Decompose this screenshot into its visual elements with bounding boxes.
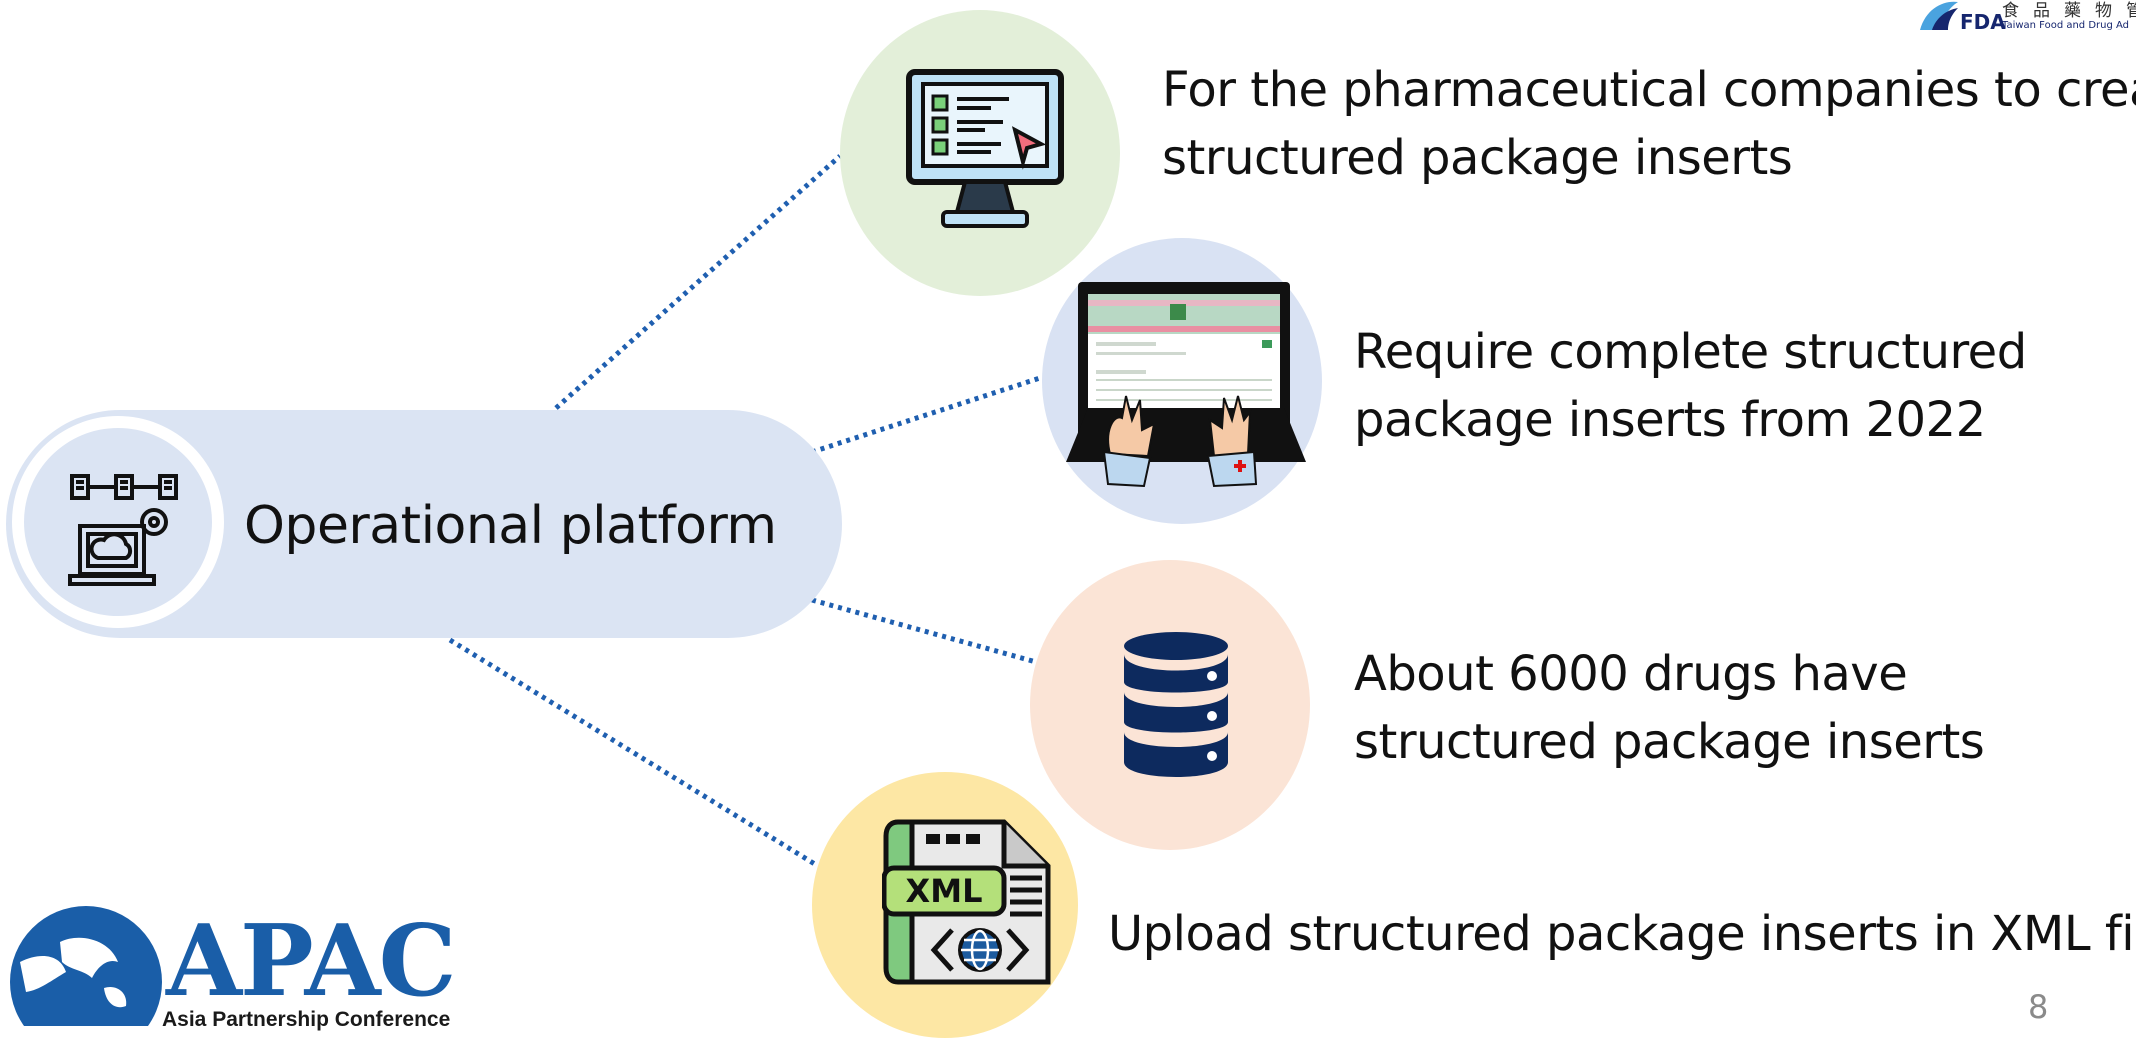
database-icon <box>1124 632 1228 777</box>
item-1-line-2: structured package inserts <box>1162 130 1793 186</box>
fda-logo-acronym: FDA <box>1960 10 2006 34</box>
fda-logo <box>1914 0 2136 34</box>
item-3-caption: About 6000 drugs have structured package… <box>1354 640 2054 776</box>
hub-label: Operational platform <box>244 496 777 556</box>
fda-logo-english: Taiwan Food and Drug Ad <box>2002 20 2130 31</box>
laptop-hands-screenshot-icon <box>1066 282 1306 488</box>
page-number: 8 <box>2028 988 2049 1026</box>
item-1-line-1: For the pharmaceutical companies to crea… <box>1162 62 2136 118</box>
connector-4 <box>448 637 820 869</box>
item-2-line-2: package inserts from 2022 <box>1354 392 1986 448</box>
connector-3 <box>811 597 1037 665</box>
apac-subtitle: Asia Partnership Conference <box>162 1008 451 1031</box>
item-4-caption: Upload structured package inserts in XML… <box>1108 900 2136 968</box>
item-3-line-2: structured package inserts <box>1354 714 1985 770</box>
connector-1 <box>554 154 842 410</box>
xml-label-on-icon: XML <box>906 872 983 910</box>
apac-globe-logo <box>10 906 162 1026</box>
item-3-circle <box>1030 560 1310 850</box>
fda-logo-chinese: 食品藥物管 <box>2002 1 2136 21</box>
cloud-laptop-network-icon <box>68 474 178 586</box>
item-2-line-1: Require complete structured <box>1354 324 2027 380</box>
xml-file-icon: XML <box>882 819 1051 985</box>
item-4-line-1: Upload structured package inserts in XML… <box>1108 906 2136 962</box>
item-2-caption: Require complete structured package inse… <box>1354 318 2114 454</box>
item-1-caption: For the pharmaceutical companies to crea… <box>1162 56 2136 192</box>
monitor-checklist-icon <box>906 69 1064 228</box>
item-3-line-1: About 6000 drugs have <box>1354 646 1908 702</box>
apac-logo-text: APAC <box>166 904 457 1019</box>
connector-2 <box>811 375 1041 455</box>
